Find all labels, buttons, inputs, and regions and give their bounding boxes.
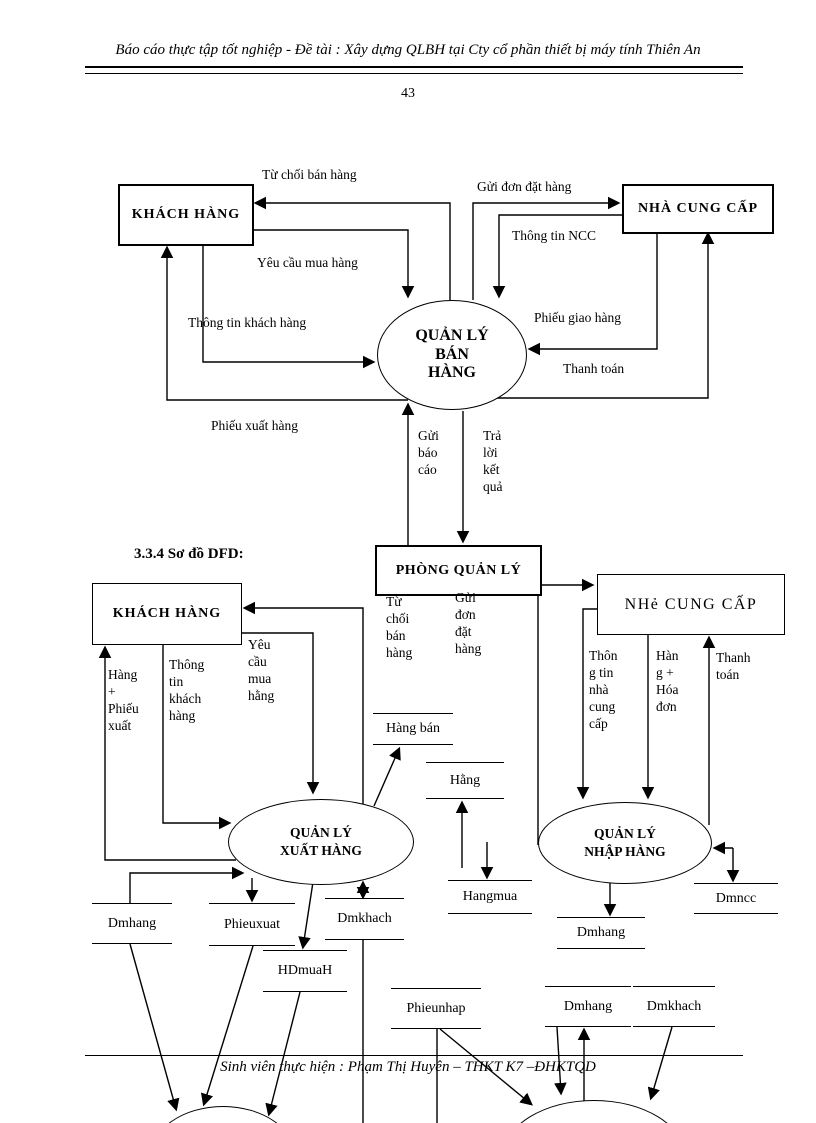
header-rule xyxy=(85,66,743,74)
section-heading: 3.3.4 Sơ đồ DFD: xyxy=(134,546,244,562)
process-sales-management: QUẢN LÝ BÁN HÀNG xyxy=(377,300,527,410)
process-sales-management-label: QUẢN LÝ BÁN HÀNG xyxy=(415,327,489,382)
flow-label-purchase-request: Yêu cầu mua hàng xyxy=(257,255,358,270)
process-goods-issue: QUẢN LÝ XUẤT HÀNG xyxy=(228,799,414,885)
store-phieunhap-label: Phieunhap xyxy=(406,1000,466,1016)
flow-label-delivery-note: Phiếu giao hàng xyxy=(534,310,621,325)
flow-label-supplier-info: Thông tin NCC xyxy=(512,228,597,243)
flow-label-send-order: Gửi đơn đặt hàng xyxy=(477,179,572,194)
flow-label-issue-note: Phiếu xuất hàng xyxy=(211,418,298,433)
page-number: 43 xyxy=(401,86,415,101)
dfd-flow-refuse-sale: Từ chối bán hàng xyxy=(386,594,413,660)
store-dmkhach-2-label: Dmkhach xyxy=(646,998,702,1014)
dfd-flow-supplier-info: Thôn g tin nhà cung cấp xyxy=(589,648,618,731)
entity-customer-dfd: KHÁCH HÀNG xyxy=(92,583,242,645)
flow-label-refuse-sale: Từ chối bán hàng xyxy=(262,167,357,182)
page-footer: Sinh viên thực hiện : Phạm Thị Huyên – T… xyxy=(220,1059,596,1075)
dfd-flow-purchase-request: Yêu cầu mua hằng xyxy=(248,637,275,703)
store-hang-ban-label: Hàng bán xyxy=(385,721,441,736)
flow-label-payment: Thanh toán xyxy=(563,361,625,376)
store-dmhang-1: Dmhang xyxy=(92,903,172,944)
store-dmhang-3-label: Dmhang xyxy=(563,998,613,1014)
flow-label-customer-info: Thông tin khách hàng xyxy=(188,315,307,330)
dfd-flow-customer-info: Thông tin khách hàng xyxy=(169,657,205,723)
entity-supplier-dfd-label: NHẻ CUNG CẤP xyxy=(624,595,758,613)
entity-management-office: PHÒNG QUẢN LÝ xyxy=(375,545,542,596)
store-dmncc: Dmncc xyxy=(694,883,778,914)
store-dmkhach-1: Dmkhach xyxy=(325,898,404,940)
footer-rule xyxy=(85,1055,743,1056)
entity-customer-top-label: KHÁCH HÀNG xyxy=(131,207,241,222)
entity-supplier-top: NHÀ CUNG CẤP xyxy=(622,184,774,234)
process-goods-receipt: QUẢN LÝ NHẬP HÀNG xyxy=(538,802,712,884)
entity-management-office-label: PHÒNG QUẢN LÝ xyxy=(395,562,522,578)
store-hang-ban: Hàng bán xyxy=(373,713,453,745)
store-hang: Hằng xyxy=(426,762,504,799)
page-header: Báo cáo thực tập tốt nghiệp - Đề tài : X… xyxy=(115,42,701,58)
store-dmncc-label: Dmncc xyxy=(715,890,757,906)
store-dmhang-3: Dmhang xyxy=(545,986,631,1027)
flow-label-send-report: Gửi báo cáo xyxy=(418,428,439,477)
store-hang-label: Hằng xyxy=(449,772,481,788)
store-hangmua: Hangmua xyxy=(448,880,532,914)
store-dmkhach-2: Dmkhach xyxy=(633,986,715,1027)
entity-customer-top: KHÁCH HÀNG xyxy=(118,184,254,246)
store-phieuxuat-label: Phieuxuat xyxy=(224,916,280,932)
store-phieunhap: Phieunhap xyxy=(391,988,481,1029)
store-phieuxuat: Phieuxuat xyxy=(209,903,295,946)
store-hdmuah-label: HDmuaH xyxy=(277,963,333,978)
store-dmhang-2-label: Dmhang xyxy=(576,925,626,940)
process-goods-receipt-label: QUẢN LÝ NHẬP HÀNG xyxy=(584,826,666,859)
store-hdmuah: HDmuaH xyxy=(263,950,347,992)
entity-customer-dfd-label: KHÁCH HÀNG xyxy=(112,606,222,621)
dfd-flow-payment: Thanh toán xyxy=(716,650,751,682)
flow-label-reply-result: Trả lời kết quả xyxy=(483,428,503,494)
entity-supplier-dfd: NHẻ CUNG CẤP xyxy=(597,574,785,635)
dfd-flow-goods-issue-note: Hàng + Phiếu xuất xyxy=(108,667,139,733)
store-dmhang-1-label: Dmhang xyxy=(107,915,157,931)
dfd-flow-send-order: Gửi đơn đặt hàng xyxy=(455,590,482,656)
process-goods-issue-label: QUẢN LÝ XUẤT HÀNG xyxy=(280,825,362,858)
store-hangmua-label: Hangmua xyxy=(462,889,518,904)
store-dmhang-2: Dmhang xyxy=(557,917,645,949)
dfd-flow-goods-invoice: Hàn g + Hóa đơn xyxy=(656,648,679,714)
store-dmkhach-1-label: Dmkhach xyxy=(337,911,392,926)
entity-supplier-top-label: NHÀ CUNG CẤP xyxy=(637,201,759,216)
